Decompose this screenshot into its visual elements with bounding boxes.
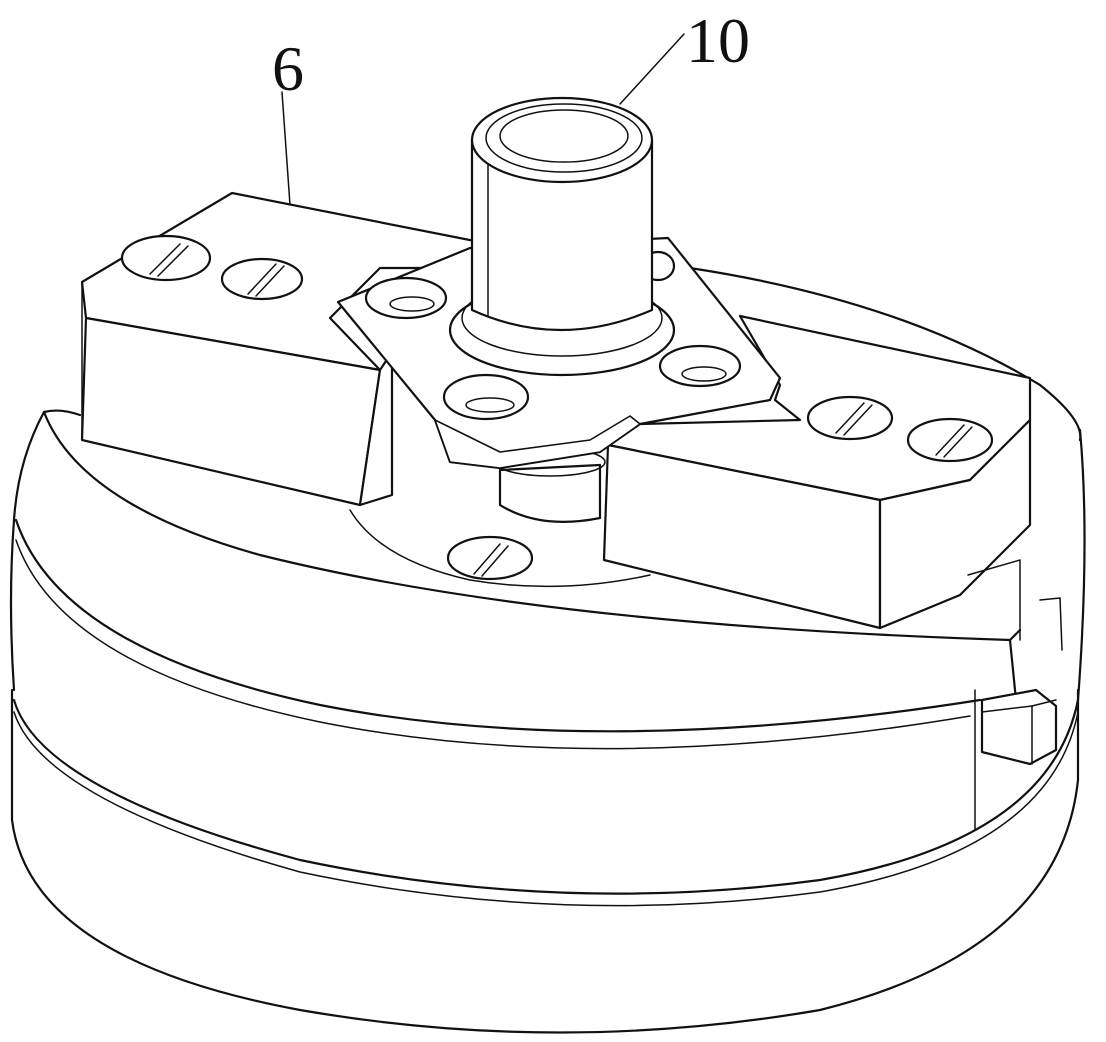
tube xyxy=(470,96,654,332)
bolt-hole-icon xyxy=(364,276,448,320)
base-cylinder xyxy=(9,266,1086,1034)
top-plate xyxy=(42,410,1022,702)
left-jaw-block xyxy=(80,191,492,507)
screw-icon xyxy=(446,535,534,581)
screw-icon xyxy=(220,257,304,301)
screw-icon xyxy=(120,234,212,282)
callout-label-6: 6 xyxy=(272,33,304,104)
center-hub xyxy=(494,447,606,523)
callout-label-10: 10 xyxy=(686,5,750,76)
screw-icon xyxy=(906,417,994,463)
bolt-hole-icon xyxy=(658,344,742,388)
callout-10: 10 xyxy=(619,5,750,105)
side-key xyxy=(967,559,1063,831)
bolt-hole-icon xyxy=(442,373,530,421)
screw-icon xyxy=(806,395,894,441)
right-jaw-block xyxy=(602,314,1032,630)
callout-6: 6 xyxy=(272,33,304,206)
